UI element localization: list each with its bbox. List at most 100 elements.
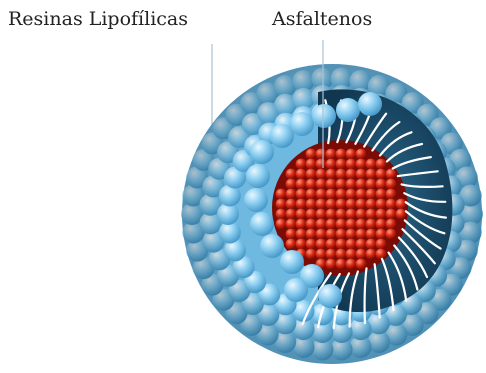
asphaltene-sphere [296, 209, 307, 220]
asphaltene-sphere [276, 209, 287, 220]
asphaltene-sphere [336, 239, 347, 250]
asphaltene-sphere [356, 149, 367, 160]
asphaltene-sphere [326, 219, 337, 230]
asphaltene-sphere [336, 259, 347, 270]
asphaltene-sphere [306, 149, 317, 160]
asphaltene-sphere [306, 239, 317, 250]
asphaltene-sphere [346, 249, 357, 260]
asphaltene-sphere [326, 159, 337, 170]
asphaltene-sphere [366, 249, 377, 260]
asphaltene-sphere [336, 229, 347, 240]
asphaltene-sphere [286, 179, 297, 190]
asphaltene-sphere [306, 199, 317, 210]
asphaltene-sphere [296, 159, 307, 170]
asphaltene-sphere [306, 229, 317, 240]
asphaltene-sphere [326, 189, 337, 200]
asphaltene-sphere [336, 249, 347, 260]
resin-sphere [244, 188, 268, 212]
asphaltene-sphere [296, 229, 307, 240]
asphaltene-sphere [356, 199, 367, 210]
asphaltene-sphere [396, 209, 407, 220]
asphaltene-sphere [296, 179, 307, 190]
resin-sphere [250, 212, 274, 236]
label-resinas-lipofilicas: Resinas Lipofílicas [8, 8, 188, 30]
asphaltene-sphere [376, 209, 387, 220]
asphaltene-sphere [356, 189, 367, 200]
asphaltene-sphere [276, 189, 287, 200]
asphaltene-sphere [336, 179, 347, 190]
asphaltene-sphere [356, 239, 367, 250]
asphaltene-sphere [346, 149, 357, 160]
asphaltene-sphere [346, 219, 357, 230]
asphaltene-sphere [366, 209, 377, 220]
asphaltene-sphere [316, 209, 327, 220]
asphaltene-sphere [306, 249, 317, 260]
asphaltene-sphere [356, 169, 367, 180]
resin-sphere [260, 234, 284, 258]
asphaltene-sphere [376, 189, 387, 200]
asphaltene-sphere [326, 149, 337, 160]
asphaltene-sphere [306, 169, 317, 180]
resin-sphere [318, 284, 342, 308]
asphaltene-sphere [306, 209, 317, 220]
asphaltene-sphere [356, 179, 367, 190]
asphaltene-sphere [336, 189, 347, 200]
asphaltene-sphere [286, 199, 297, 210]
asphaltene-sphere [296, 239, 307, 250]
asphaltene-sphere [366, 199, 377, 210]
asphaltene-sphere [386, 189, 397, 200]
asphaltene-sphere [316, 239, 327, 250]
asphaltene-sphere [316, 189, 327, 200]
asphaltene-sphere [366, 229, 377, 240]
asphaltene-sphere [306, 159, 317, 170]
asphaltene-sphere [316, 159, 327, 170]
asphaltene-sphere [316, 249, 327, 260]
asphaltene-sphere [346, 239, 357, 250]
asphaltene-sphere [296, 189, 307, 200]
asphaltene-sphere [306, 219, 317, 230]
resin-sphere [280, 250, 304, 274]
asphaltene-sphere [316, 179, 327, 190]
asphaltene-sphere [316, 229, 327, 240]
asphaltene-sphere [376, 239, 387, 250]
asphaltene-sphere [356, 209, 367, 220]
asphaltene-sphere [316, 149, 327, 160]
asphaltene-sphere [346, 169, 357, 180]
asphaltene-sphere [336, 149, 347, 160]
asphaltene-sphere [376, 169, 387, 180]
asphaltene-sphere [386, 229, 397, 240]
asphaltene-sphere [336, 209, 347, 220]
asphaltene-sphere [356, 229, 367, 240]
asphaltene-sphere [366, 189, 377, 200]
asphaltene-sphere [356, 249, 367, 260]
asphaltene-sphere [326, 179, 337, 190]
resin-sphere [246, 164, 270, 188]
asphaltene-sphere [366, 169, 377, 180]
asphaltene-sphere [286, 189, 297, 200]
asphaltene-sphere [386, 169, 397, 180]
asphaltene-sphere [386, 199, 397, 210]
asphaltene-sphere [366, 179, 377, 190]
asphaltene-sphere [386, 179, 397, 190]
asphaltene-sphere [346, 209, 357, 220]
asphaltene-sphere [346, 189, 357, 200]
asphaltene-sphere [276, 219, 287, 230]
asphaltene-sphere [276, 199, 287, 210]
asphaltene-sphere [346, 229, 357, 240]
asphaltene-sphere [376, 249, 387, 260]
asphaltene-sphere [346, 179, 357, 190]
asphaltene-sphere [316, 169, 327, 180]
asphaltene-sphere [386, 219, 397, 230]
asphaltene-sphere [336, 159, 347, 170]
asphaltene-sphere [346, 159, 357, 170]
asphaltene-sphere [306, 179, 317, 190]
asphaltene-sphere [326, 169, 337, 180]
label-asfaltenos: Asfaltenos [272, 8, 372, 30]
asphaltene-sphere [326, 249, 337, 260]
asphaltene-sphere [296, 169, 307, 180]
asphaltene-sphere [286, 219, 297, 230]
asphaltene-sphere [316, 199, 327, 210]
asphaltene-sphere [286, 229, 297, 240]
asphaltene-sphere [376, 219, 387, 230]
